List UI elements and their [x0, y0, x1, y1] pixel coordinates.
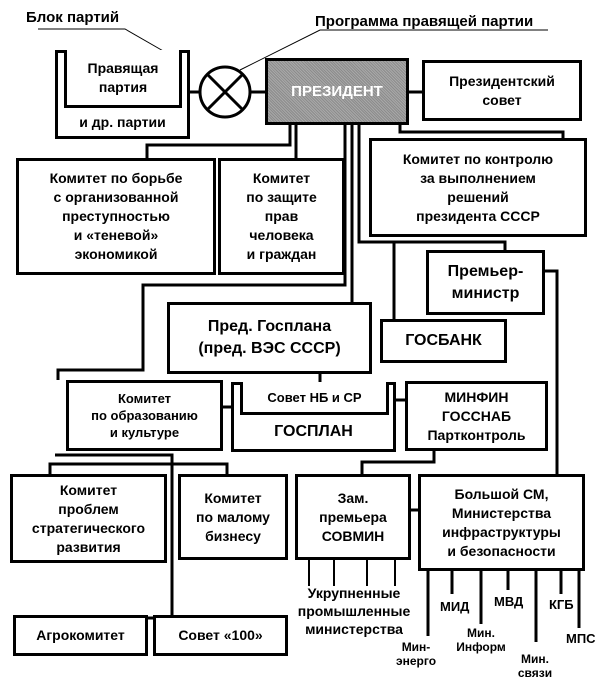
- gosplan-chair-line: Пред. Госплана: [207, 318, 332, 335]
- committee-line: развития: [56, 538, 121, 555]
- council-100-box: Совет «100»: [153, 615, 288, 656]
- committee-line: решений: [447, 188, 509, 205]
- agro-committee-box: Агрокомитет: [13, 615, 148, 656]
- ministry-interior-label: МВД: [494, 594, 524, 609]
- committee-line: стратегического: [31, 519, 146, 536]
- ministry-line: связи: [517, 666, 553, 680]
- deputy-premier-line: премьера: [319, 508, 387, 525]
- control-committee-box: Комитет по контролю за выполнением решен…: [369, 138, 587, 237]
- ruling-party-line: Правящая: [87, 59, 159, 76]
- presidential-council-line: Президентский: [449, 72, 555, 89]
- gosplan-label: ГОСПЛАН: [274, 423, 353, 440]
- security-council-box: Совет НБ и СР: [240, 382, 389, 415]
- ministry-line: Мин-: [401, 640, 431, 654]
- annotation-party-bloc: Блок партий: [26, 9, 120, 26]
- committee-line: Комитет: [204, 489, 262, 506]
- ruling-party-box: Правящая партия: [64, 50, 182, 108]
- gosplan-chair-line: (пред. ВЭС СССР): [198, 340, 341, 357]
- committee-line: Комитет: [252, 170, 311, 186]
- minfin-line: МИНФИН: [444, 388, 509, 405]
- committee-line: Комитет: [59, 481, 118, 498]
- big-cabinet-line: Большой СМ,: [454, 485, 549, 502]
- council-100-label: Совет «100»: [178, 627, 263, 643]
- human-rights-committee-box: Комитет по защите прав человека и гражда…: [218, 158, 345, 275]
- ministry-line: Информ: [456, 640, 506, 654]
- committee-line: по малому: [196, 508, 270, 525]
- ministry-communications-label: Мин. связи: [515, 652, 555, 680]
- big-cabinet-box: Большой СМ, Министерства инфраструктуры …: [418, 474, 585, 571]
- big-cabinet-line: Министерства: [451, 504, 552, 521]
- deputy-premier-line: СОВМИН: [321, 527, 385, 544]
- committee-line: по образованию: [91, 408, 198, 423]
- link-strategic: [48, 462, 229, 475]
- committee-line: бизнесу: [205, 527, 261, 544]
- gosplan-chair-box: Пред. Госплана (пред. ВЭС СССР): [167, 302, 372, 374]
- other-parties-label: и др. партии: [79, 114, 166, 130]
- committee-line: с организованной: [53, 189, 179, 205]
- minfin-line: Партконтроль: [427, 426, 526, 443]
- link-premier-big-cabinet: [545, 269, 559, 474]
- presidential-council-line: совет: [482, 91, 522, 108]
- small-business-committee-box: Комитет по малому бизнесу: [178, 474, 288, 560]
- deputy-premier-box: Зам. премьера СОВМИН: [295, 474, 411, 560]
- gosbank-label: ГОСБАНК: [405, 332, 482, 349]
- prime-minister-line: министр: [451, 284, 520, 302]
- ministry-railways-label: МПС: [566, 631, 596, 646]
- committee-line: и культуре: [109, 425, 180, 440]
- ministry-foreign-label: МИД: [440, 599, 470, 614]
- link-president-crime-committee: [145, 124, 292, 158]
- education-committee-box: Комитет по образованию и культуре: [66, 380, 223, 451]
- annotation-leader-programme: [239, 29, 548, 71]
- ministry-kgb-label: КГБ: [549, 597, 574, 612]
- committee-line: человека: [249, 227, 314, 243]
- minfin-box: МИНФИН ГОССНАБ Партконтроль: [405, 381, 548, 451]
- enlarged-ministries-label: Укрупненные промышленные министерства: [284, 584, 424, 638]
- big-cabinet-line: инфраструктуры: [442, 523, 561, 540]
- committee-line: Комитет по борьбе: [49, 170, 183, 186]
- ministry-line: Мин.: [467, 626, 495, 640]
- ruling-party-line: партия: [98, 78, 148, 95]
- president-label: ПРЕЗИДЕНТ: [291, 83, 383, 100]
- committee-line: экономикой: [74, 246, 158, 262]
- enlarged-ministries-line: промышленные: [297, 603, 411, 619]
- ministry-line: энерго: [396, 654, 437, 668]
- ministry-line: Мин.: [521, 652, 549, 666]
- link-trunk-premier: [357, 124, 507, 252]
- enlarged-ministries-line: министерства: [305, 621, 403, 637]
- committee-line: Комитет по контролю: [402, 150, 554, 167]
- prime-minister-line: Премьер-: [447, 262, 524, 280]
- committee-line: за выполнением: [420, 169, 536, 186]
- link-left-trunk: [55, 453, 174, 620]
- deputy-premier-line: Зам.: [337, 489, 369, 506]
- committee-line: проблем: [58, 500, 119, 517]
- committee-line: президента СССР: [416, 207, 540, 224]
- minfin-line: ГОССНАБ: [441, 407, 512, 424]
- ministry-energy-label: Мин- энерго: [396, 640, 436, 668]
- big-cabinet-line: и безопасности: [447, 542, 556, 559]
- committee-line: Комитет: [117, 391, 172, 406]
- committee-line: и граждан: [246, 246, 317, 262]
- agro-committee-label: Агрокомитет: [36, 627, 125, 643]
- link-trunk-education: [56, 124, 347, 380]
- gosbank-box: ГОСБАНК: [380, 319, 507, 363]
- prime-minister-box: Премьер- министр: [426, 250, 545, 315]
- presidential-council-box: Президентский совет: [422, 60, 582, 121]
- link-president-control-committee: [398, 124, 565, 138]
- ministry-information-label: Мин. Информ: [456, 626, 506, 654]
- enlarged-ministries-line: Укрупненные: [307, 585, 401, 601]
- organized-crime-committee-box: Комитет по борьбе с организованной прест…: [16, 158, 216, 275]
- link-minfin-deputy: [360, 448, 436, 474]
- committee-line: прав: [264, 208, 299, 224]
- strategic-committee-box: Комитет проблем стратегического развития: [10, 474, 167, 563]
- committee-line: и «теневой»: [73, 227, 159, 243]
- security-council-label: Совет НБ и СР: [267, 389, 362, 405]
- crossed-circle-icon: [198, 65, 252, 119]
- president-box: ПРЕЗИДЕНТ: [265, 58, 409, 125]
- committee-line: по защите: [246, 189, 317, 205]
- annotation-ruling-party-programme: Программа правящей партии: [315, 13, 534, 30]
- committee-line: преступностью: [62, 208, 170, 224]
- annotation-leader-party-bloc: [38, 28, 166, 53]
